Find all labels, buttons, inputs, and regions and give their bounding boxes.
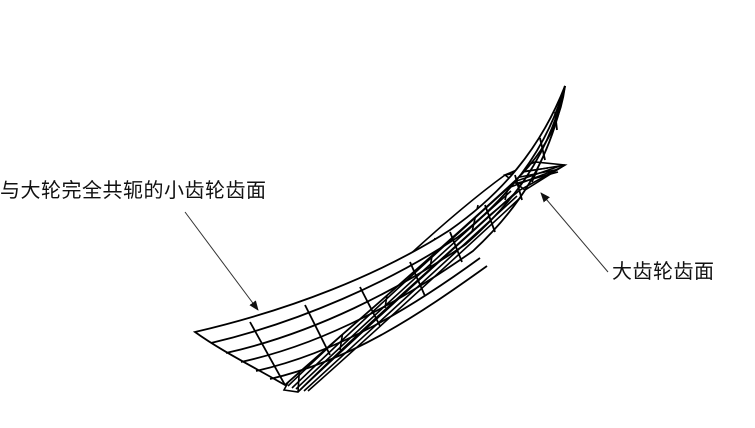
gear-tooth-surface <box>282 161 568 393</box>
pinion-surface-label: 与大轮完全共轭的小齿轮齿面 <box>0 178 267 202</box>
pinion-surface-leader-arrow <box>184 211 259 311</box>
gear-surface-leader-arrow <box>540 192 609 273</box>
gear-surface-label: 大齿轮齿面 <box>612 259 715 283</box>
pinion-tooth-surface <box>192 85 566 387</box>
